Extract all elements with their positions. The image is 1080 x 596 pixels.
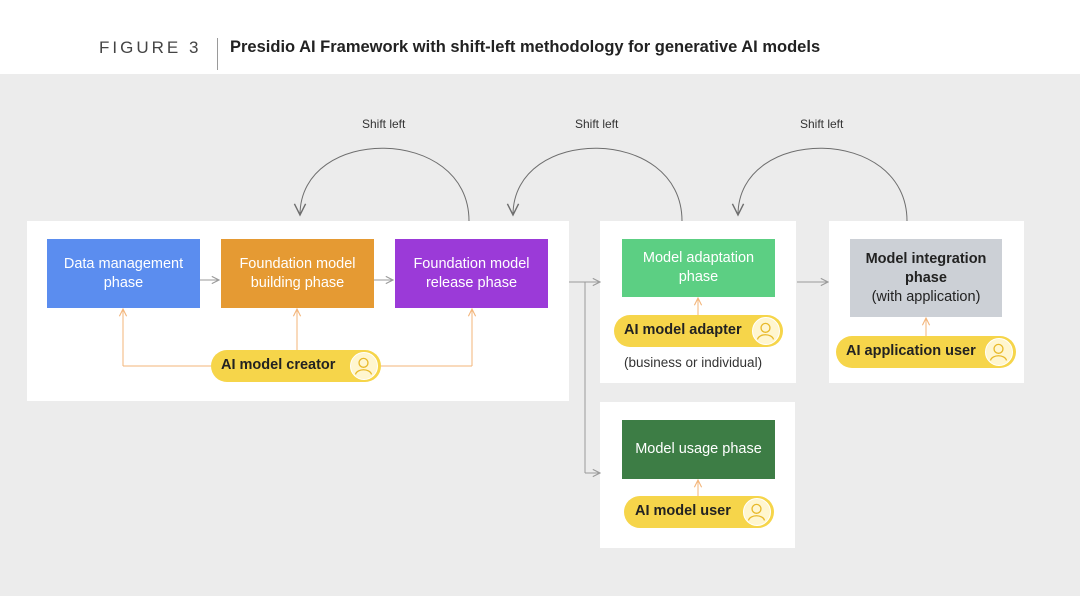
figure-title: Presidio AI Framework with shift-left me… <box>230 38 821 56</box>
ai-model-adapter-pill: AI model adapter <box>614 315 783 347</box>
phase-label: Model integration <box>865 250 987 267</box>
user-icon <box>985 338 1013 366</box>
shift-left-arrow-icon <box>738 147 908 222</box>
ai-model-user-pill: AI model user <box>624 496 774 528</box>
phase-label: Foundation model <box>413 255 530 272</box>
phase-label: phase <box>103 274 144 291</box>
shift-left-label: Shift left <box>800 117 844 131</box>
phase-label: (with application) <box>871 288 981 305</box>
actor-label: AI model user <box>635 503 731 519</box>
ai-model-creator-pill: AI model creator <box>211 350 381 382</box>
figure-label: FIGURE 3 <box>99 38 202 57</box>
model-usage-phase-box: Model usage phase <box>622 420 775 479</box>
actor-label: AI model creator <box>221 357 336 373</box>
figure-header: FIGURE 3 Presidio AI Framework with shif… <box>0 0 1080 74</box>
shift-left-label: Shift left <box>362 117 406 131</box>
phase-label: Foundation model <box>239 255 356 272</box>
phase-label: release phase <box>425 274 518 291</box>
shift-left-arrow-icon <box>513 147 683 222</box>
shift-left-label: Shift left <box>575 117 619 131</box>
foundation-building-phase-box: Foundation model building phase <box>221 239 374 308</box>
adapter-note: (business or individual) <box>624 355 763 370</box>
phase-label: Model adaptation <box>642 250 755 266</box>
phase-label: phase <box>678 269 719 285</box>
model-integration-phase-box: Model integration phase (with application) <box>850 239 1002 317</box>
phase-label: Model usage phase <box>635 441 762 457</box>
data-management-phase-box: Data management phase <box>47 239 200 308</box>
user-icon <box>350 352 378 380</box>
phase-label: building phase <box>250 274 345 291</box>
foundation-release-phase-box: Foundation model release phase <box>395 239 548 308</box>
phase-label: phase <box>905 269 947 286</box>
user-icon <box>743 498 771 526</box>
actor-label: AI model adapter <box>624 322 742 338</box>
shift-left-arrow-icon <box>300 147 470 222</box>
model-adaptation-phase-box: Model adaptation phase <box>622 239 775 297</box>
ai-application-user-pill: AI application user <box>836 336 1016 368</box>
actor-label: AI application user <box>846 343 976 359</box>
user-icon <box>752 317 780 345</box>
header-divider <box>217 38 218 70</box>
phase-label: Data management <box>63 255 184 272</box>
